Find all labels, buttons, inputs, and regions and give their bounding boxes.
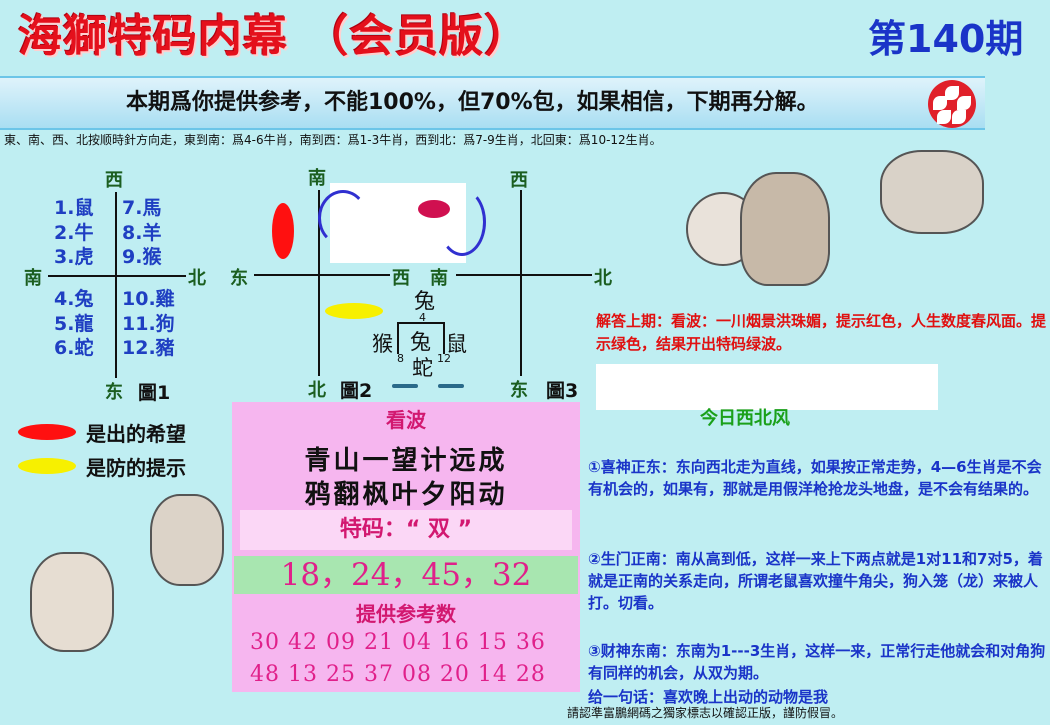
reference-grid-row-2: 48 13 25 37 08 20 14 28 bbox=[250, 662, 546, 687]
fig2-horizontal-axis bbox=[254, 274, 390, 276]
red-ellipse-icon bbox=[18, 424, 76, 440]
yellow-ellipse-marker-icon bbox=[325, 303, 383, 319]
fig2-left-label: 东 bbox=[230, 268, 248, 289]
special-numbers: 18，24，45，32 bbox=[234, 556, 578, 594]
center-num-left: 8 bbox=[397, 352, 404, 365]
center-bottom-zodiac: 蛇 bbox=[412, 356, 433, 380]
banner-bar bbox=[0, 76, 985, 130]
center-right-zodiac: 鼠 bbox=[446, 332, 467, 356]
fig2-caption: 圖2 bbox=[340, 380, 373, 402]
previous-answer: 解答上期：看波：一川烟景洪珠媚，提示红色，人生数度春风面。提示绿色，结果开出特码… bbox=[596, 312, 1047, 353]
tip-4: 给一句话：喜欢晚上出动的动物是我 bbox=[588, 688, 829, 706]
rule-text: 東、南、西、北按顺時針方向走，東到南：爲4-6牛肖，南到西：爲1-3牛肖，西到北… bbox=[4, 133, 662, 147]
center-zodiac: 兔 bbox=[410, 330, 431, 354]
dash-mark bbox=[392, 384, 418, 388]
hk-flower-emblem-icon bbox=[928, 80, 976, 128]
red-small-ellipse-icon bbox=[418, 200, 450, 218]
white-box bbox=[596, 364, 938, 410]
legend-red-text: 是出的希望 bbox=[86, 422, 186, 446]
fig3-horizontal-axis bbox=[456, 274, 592, 276]
red-ellipse-marker-icon bbox=[272, 203, 294, 259]
page-title: 海獅特码内幕 （会员版） bbox=[18, 11, 530, 62]
center-box bbox=[397, 322, 445, 354]
poem-line-2: 鸦翻枫叶夕阳动 bbox=[304, 480, 508, 510]
cartoon-horse-icon-left bbox=[30, 552, 114, 652]
dash-mark-2 bbox=[438, 384, 464, 388]
fig3-top-label: 西 bbox=[510, 170, 528, 191]
fig1-horizontal-axis bbox=[48, 275, 186, 277]
fig3-vertical-axis bbox=[520, 190, 522, 376]
blue-arc-icon bbox=[318, 190, 368, 246]
fig2-vertical-axis bbox=[318, 190, 320, 376]
cartoon-horse-icon bbox=[740, 172, 830, 286]
tip-1: ①喜神正东：东向西北走为直线，如果按正常走势，4—6生肖是不会有机会的，如果有，… bbox=[588, 458, 1042, 498]
fig1-right-label: 北 bbox=[188, 268, 206, 289]
today-wind-title: 今日西北风 bbox=[700, 408, 790, 429]
footer-notice: 請認準富鵬網碼之獨家標志以確認正版，謹防假冒。 bbox=[567, 706, 844, 720]
cartoon-animal-icon bbox=[880, 150, 984, 234]
special-code: 特码：“ 双 ” bbox=[240, 510, 572, 550]
fig1-top-label: 西 bbox=[105, 170, 123, 191]
fig3-right-label: 北 bbox=[594, 268, 612, 289]
tip-3: ③财神东南：东南为1---3生肖，这样一来，正常行走他就会和对角狗有同样的机会，… bbox=[588, 642, 1046, 682]
poem-line-1: 青山一望计远成 bbox=[304, 446, 508, 476]
fig1-left-label: 南 bbox=[24, 268, 42, 289]
reference-label: 提供参考数 bbox=[356, 602, 456, 626]
center-num-right: 12 bbox=[437, 352, 451, 365]
fig3-caption: 圖3 bbox=[546, 380, 579, 402]
yellow-ellipse-icon bbox=[18, 458, 76, 474]
fig1-bottom-label: 东 bbox=[105, 382, 123, 403]
banner-text: 本期爲你提供参考，不能100%，但70%包，如果相信，下期再分解。 bbox=[126, 90, 819, 115]
fig2-top-label: 南 bbox=[308, 168, 326, 189]
fig1-vertical-axis bbox=[115, 192, 117, 378]
fig2-bottom-label: 北 bbox=[308, 380, 326, 401]
legend-yellow-text: 是防的提示 bbox=[86, 456, 186, 480]
fig1-caption: 圖1 bbox=[138, 382, 171, 404]
fig2-right-label: 西 bbox=[392, 268, 410, 289]
center-top-zodiac: 兔 bbox=[414, 289, 435, 313]
kanbo-label: 看波 bbox=[386, 408, 426, 432]
fig3-left-label: 南 bbox=[430, 268, 448, 289]
fig3-bottom-label: 东 bbox=[510, 380, 528, 401]
tip-2: ②生门正南：南从高到低，这样一来上下两点就是1对11和7对5，着就是正南的关系走… bbox=[588, 550, 1043, 612]
blue-arc-icon-2 bbox=[438, 188, 486, 256]
reference-grid-row-1: 30 42 09 21 04 16 15 36 bbox=[250, 630, 546, 655]
issue-number: 第140期 bbox=[868, 17, 1024, 61]
center-left-zodiac: 猴 bbox=[372, 332, 393, 356]
center-top-num: 4 bbox=[419, 311, 426, 324]
cartoon-animal-icon-left bbox=[150, 494, 224, 586]
